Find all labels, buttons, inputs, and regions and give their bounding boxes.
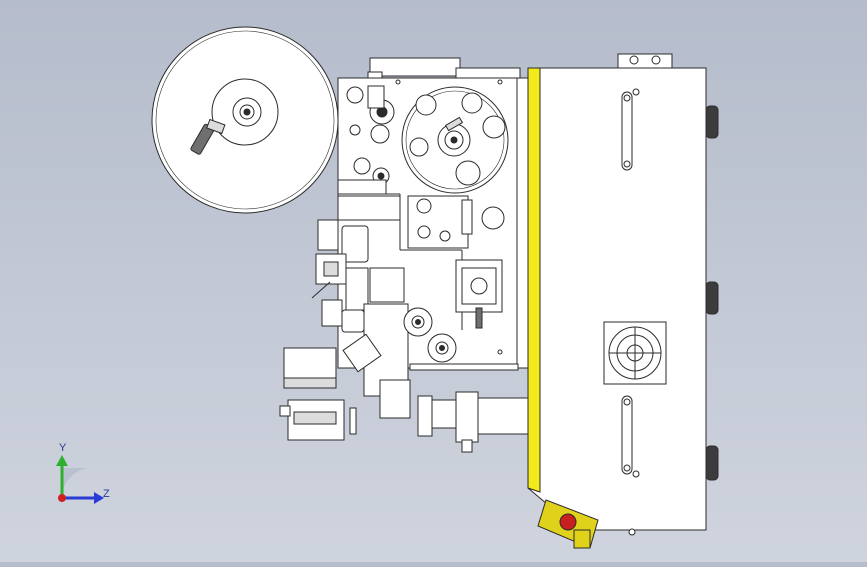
label-holder-clamp[interactable]	[537, 499, 599, 549]
stepper-motor	[455, 259, 503, 329]
crank-handle-icon[interactable]	[190, 118, 226, 155]
cable-connector-1[interactable]	[705, 105, 719, 139]
rewind-reel[interactable]	[401, 86, 509, 194]
cable-connector-3[interactable]	[705, 445, 719, 481]
triad-y-label: Y	[59, 442, 67, 454]
triad-z-label: Z	[103, 488, 110, 500]
enclosure-slot-top	[621, 91, 633, 171]
coordinate-triad	[56, 455, 104, 504]
enclosure-slot-bottom	[621, 395, 633, 475]
control-enclosure[interactable]	[527, 53, 707, 536]
label-supply-reel[interactable]	[151, 26, 339, 214]
guide-roller-top[interactable]	[346, 85, 395, 144]
fan-grille-icon	[603, 321, 667, 385]
mounting-bracket-lower	[279, 347, 411, 441]
dancer-arm-assembly[interactable]	[337, 157, 505, 249]
cable-connector-2[interactable]	[705, 281, 719, 315]
label-sensor-cylinder[interactable]	[417, 391, 529, 453]
